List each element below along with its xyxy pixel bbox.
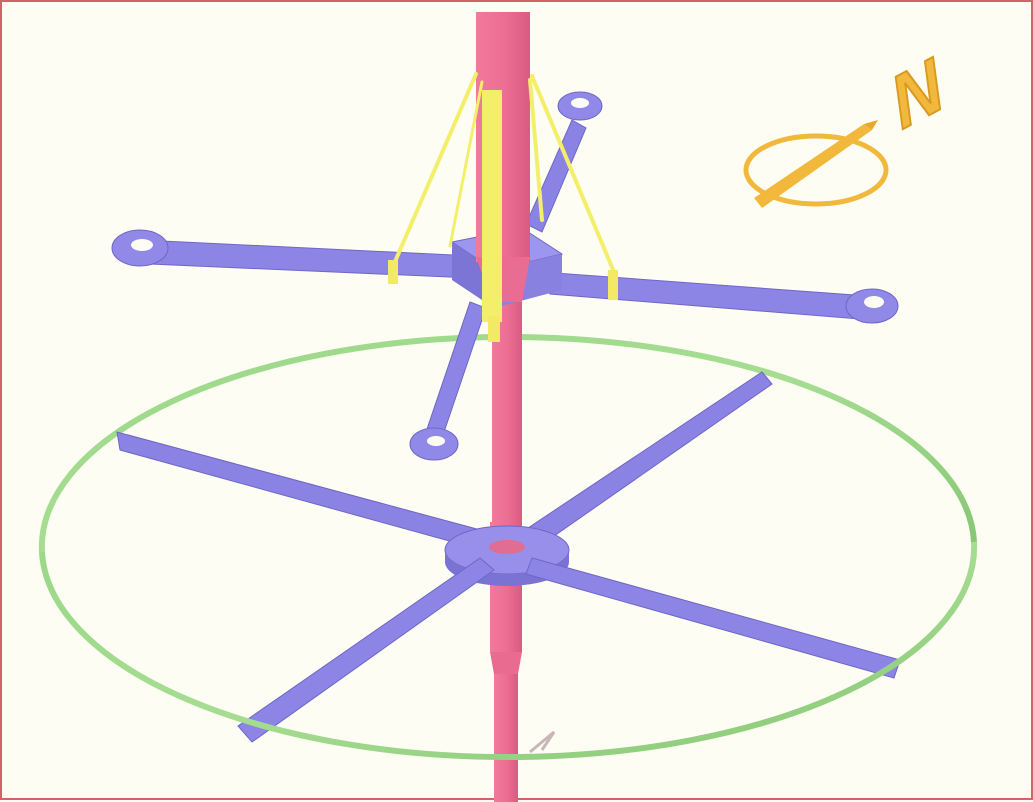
north-compass xyxy=(746,120,886,208)
spoke-back-right xyxy=(522,372,772,550)
upper-arm-left xyxy=(142,240,474,278)
upper-arm-front xyxy=(426,302,486,438)
upper-arm-back-hole xyxy=(571,98,589,108)
mast-taper xyxy=(490,652,522,674)
guy-clamp-front xyxy=(488,316,500,342)
mast-tip xyxy=(494,674,518,802)
upper-arm-right-hole xyxy=(864,296,884,308)
guy-line-right-inner xyxy=(530,80,542,220)
spoke-front-right xyxy=(526,558,900,678)
guy-clamp-left xyxy=(388,260,398,284)
lower-spokes-front xyxy=(238,558,900,742)
upper-arm-front-hole xyxy=(427,436,445,446)
north-letter: N xyxy=(881,42,954,145)
guy-clamp-right xyxy=(608,270,618,300)
spoke-front-left xyxy=(238,558,494,742)
mast-socket xyxy=(489,540,525,554)
axis-mark xyxy=(530,732,554,752)
yellow-brace-center xyxy=(482,90,502,322)
upper-arm-right xyxy=(542,272,872,320)
upper-arm-left-hole xyxy=(131,239,153,251)
